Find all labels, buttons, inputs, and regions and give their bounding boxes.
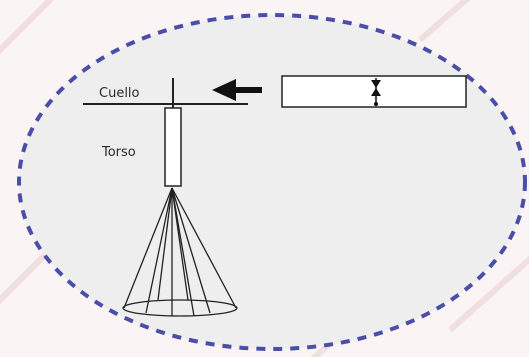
cone-base: [122, 299, 238, 317]
neck-label: Cuello: [99, 86, 140, 101]
cone-lines: [123, 187, 237, 317]
torso-rectangle: [164, 107, 182, 187]
torso-label: Torso: [102, 145, 136, 160]
dashed-oval: [17, 13, 527, 351]
left-arrow-icon: [212, 79, 262, 101]
dimension-arrow-icon: [371, 78, 381, 106]
